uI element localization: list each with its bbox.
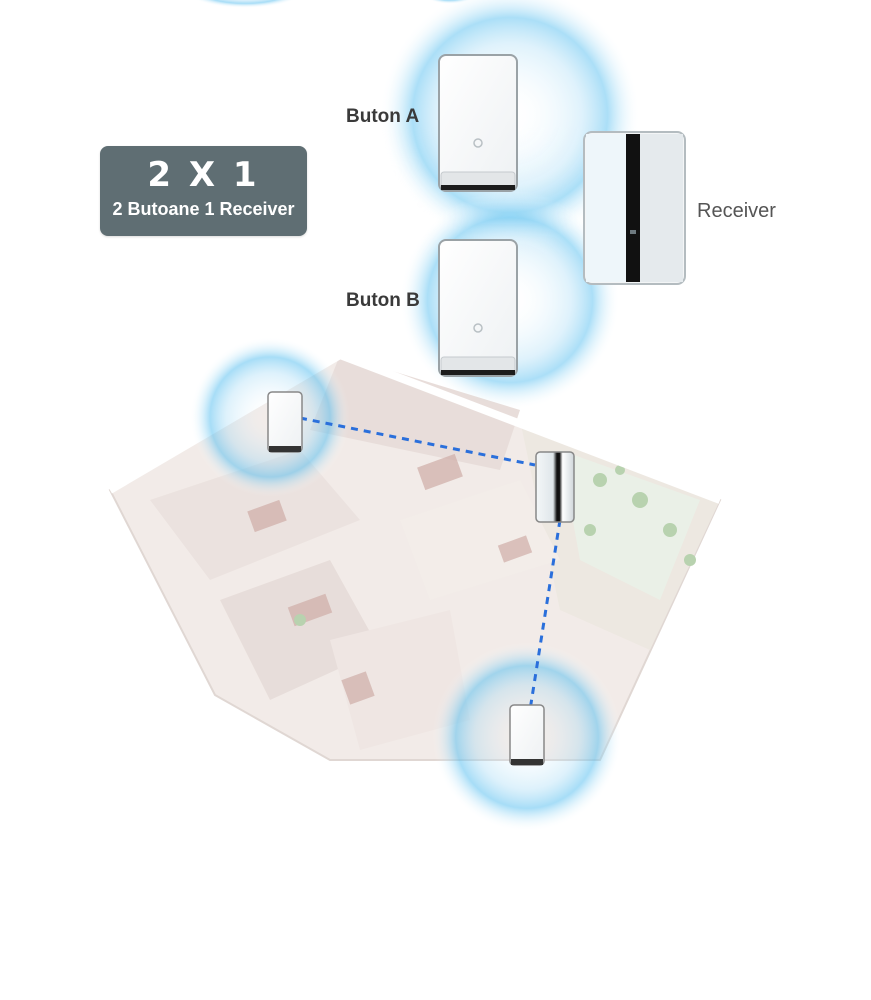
doorbell-button-icon xyxy=(267,391,545,766)
button-b-label: Buton B xyxy=(346,290,420,311)
receiver-label: Receiver xyxy=(697,200,776,222)
top-signal-waves xyxy=(195,0,471,8)
button-a-label: Buton A xyxy=(346,106,420,127)
badge-title: 2 X 1 xyxy=(147,155,260,195)
button-a-device xyxy=(438,54,518,192)
wireless-link-lines xyxy=(299,416,562,711)
button-b-device xyxy=(438,239,518,377)
receiver-device xyxy=(583,131,686,285)
receiver-unit-icon xyxy=(535,451,575,523)
badge-subtitle: 2 Butoane 1 Receiver xyxy=(112,199,295,219)
kit-badge: 2 X 1 2 Butoane 1 Receiver xyxy=(100,146,307,236)
